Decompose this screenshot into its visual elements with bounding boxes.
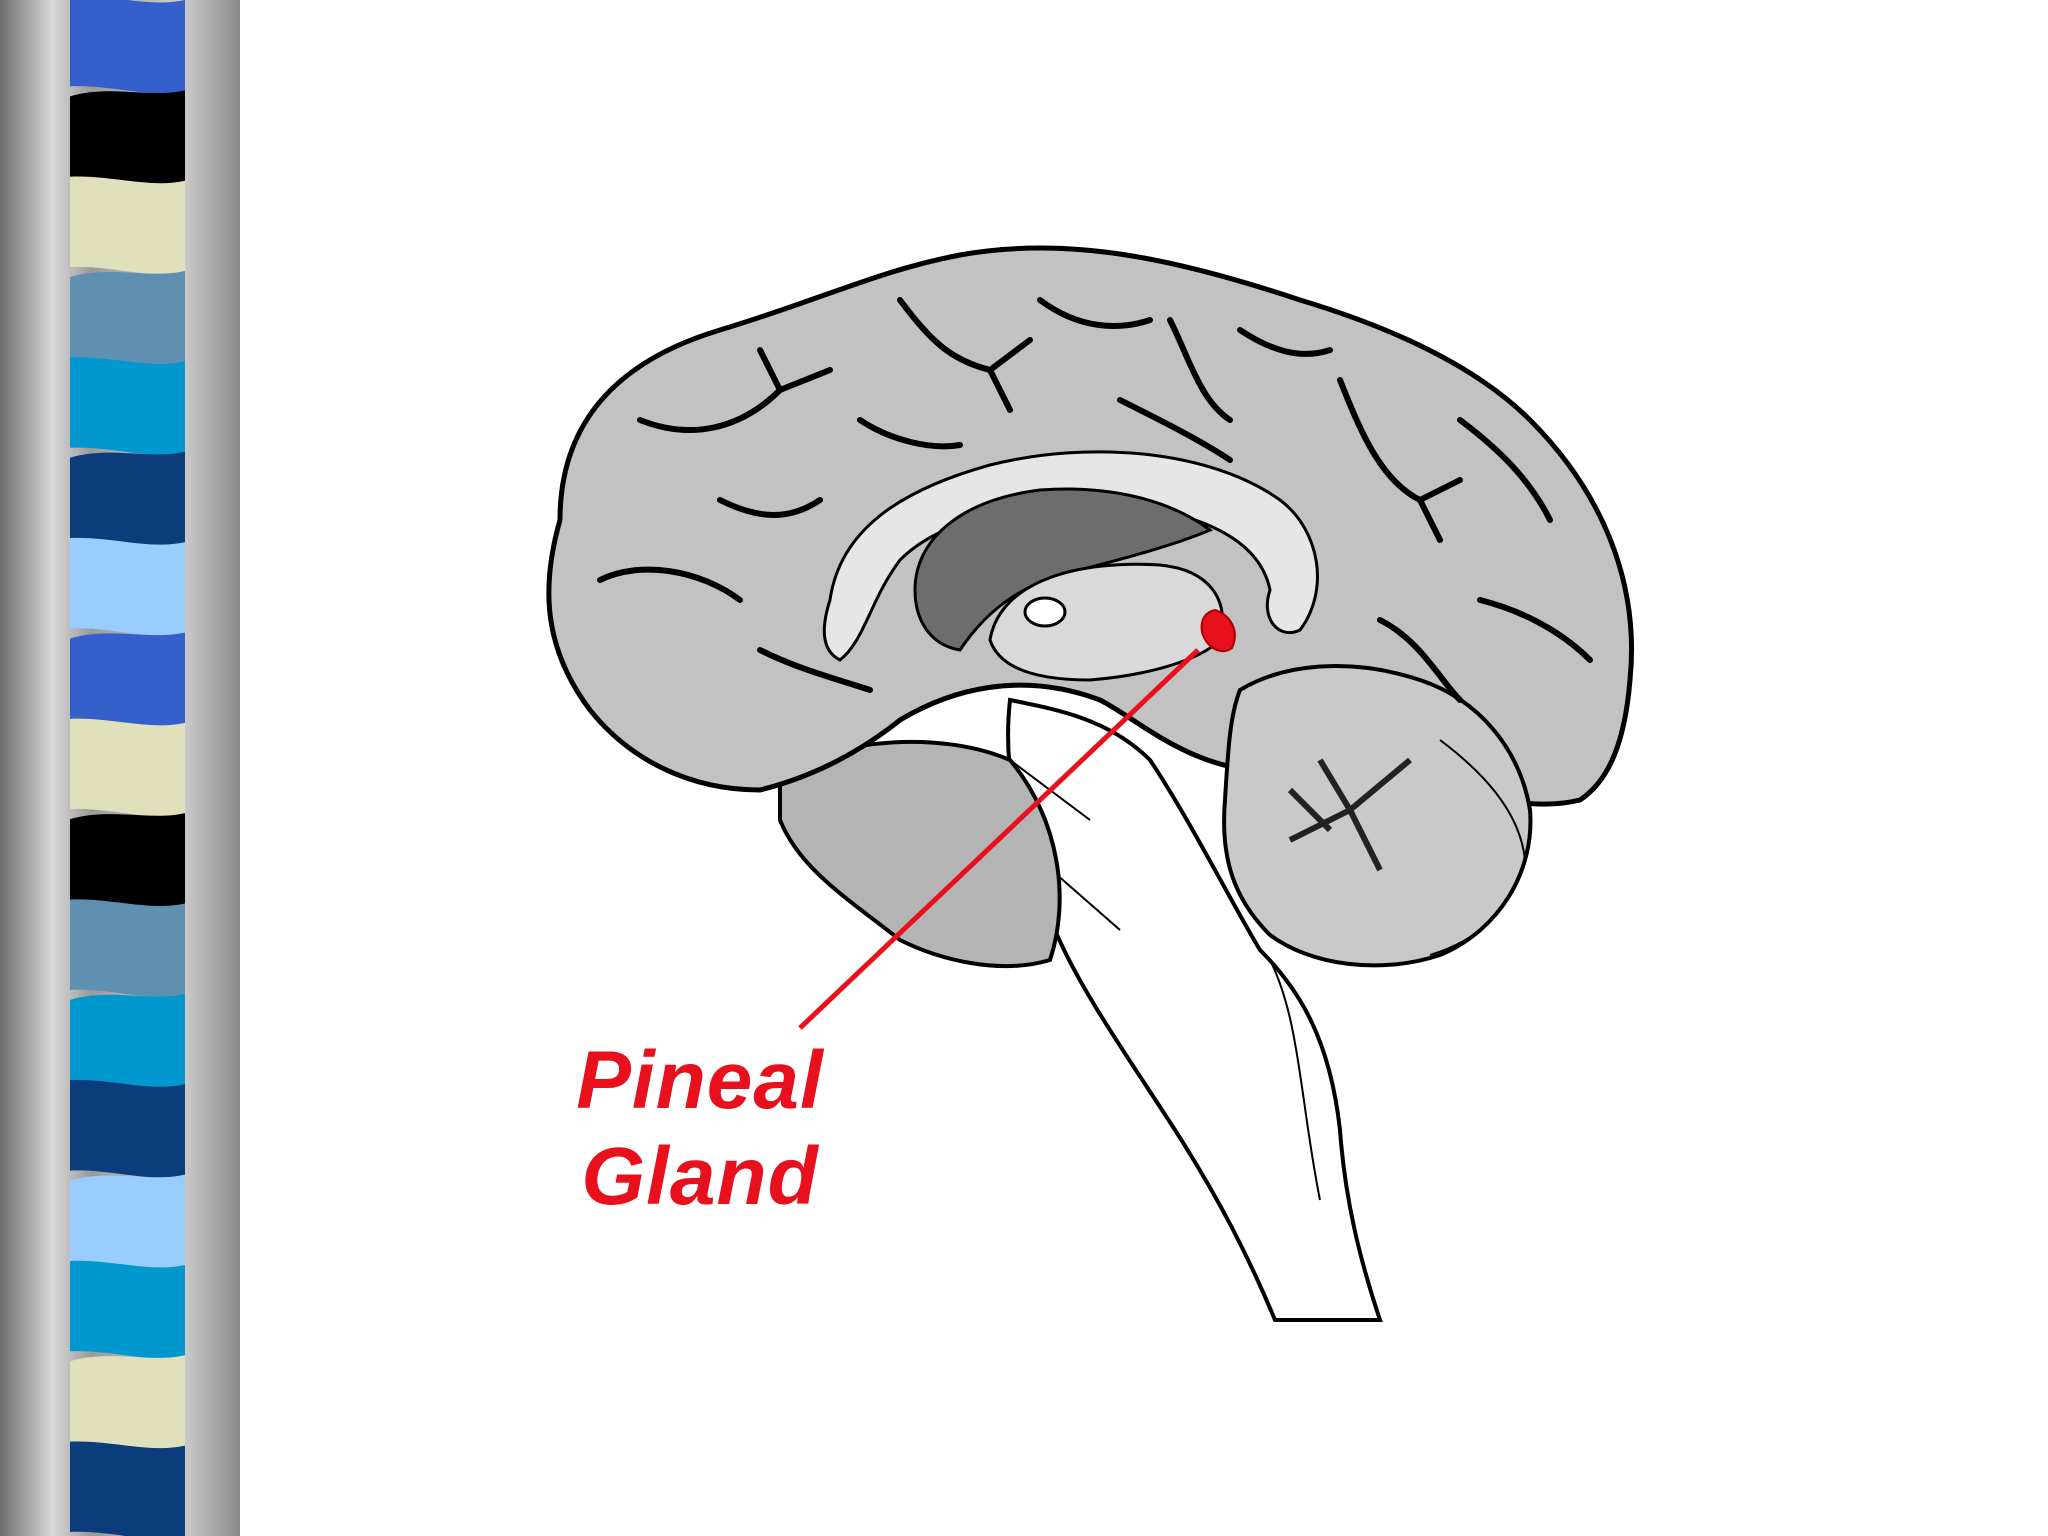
decorative-sidebar <box>0 0 240 1536</box>
sidebar-stripe <box>70 1080 185 1179</box>
sulci <box>597 297 1593 703</box>
cerebellum-folia <box>1429 739 1527 956</box>
cerebellum <box>1222 664 1533 968</box>
pineal-gland-marker <box>1200 608 1236 653</box>
sidebar-stripe <box>70 899 185 998</box>
sidebar-stripe <box>70 1355 185 1452</box>
sidebar-stripe <box>70 993 185 1091</box>
sidebar-stripe <box>70 537 185 636</box>
label-line-2: Gland <box>581 1131 819 1222</box>
sidebar-stripe <box>70 1174 185 1271</box>
label-line-1: Pineal <box>576 1035 824 1126</box>
striped-bar <box>70 0 185 1536</box>
interthalamic-adhesion <box>1023 596 1067 628</box>
brainstem-line <box>1269 959 1321 1201</box>
temporal-lobe <box>778 739 1062 969</box>
sidebar-stripe <box>70 718 185 817</box>
arbor-vitae <box>1287 757 1412 872</box>
sidebar-stripe <box>70 632 185 729</box>
brainstem <box>1006 697 1383 1322</box>
sidebar-stripe <box>70 90 185 187</box>
sidebar-stripe <box>70 1260 185 1359</box>
sidebar-stripe <box>70 357 185 456</box>
sidebar-stripe <box>70 813 185 910</box>
sidebar-stripe <box>70 176 185 275</box>
sidebar-stripe <box>70 0 185 94</box>
lateral-ventricle <box>913 487 1213 652</box>
sidebar-stripe <box>70 1441 185 1536</box>
corpus-callosum <box>822 450 1319 662</box>
sidebar-stripe <box>70 451 185 549</box>
sidebar-stripe <box>70 271 185 368</box>
label-pointer-line <box>798 648 1200 1030</box>
